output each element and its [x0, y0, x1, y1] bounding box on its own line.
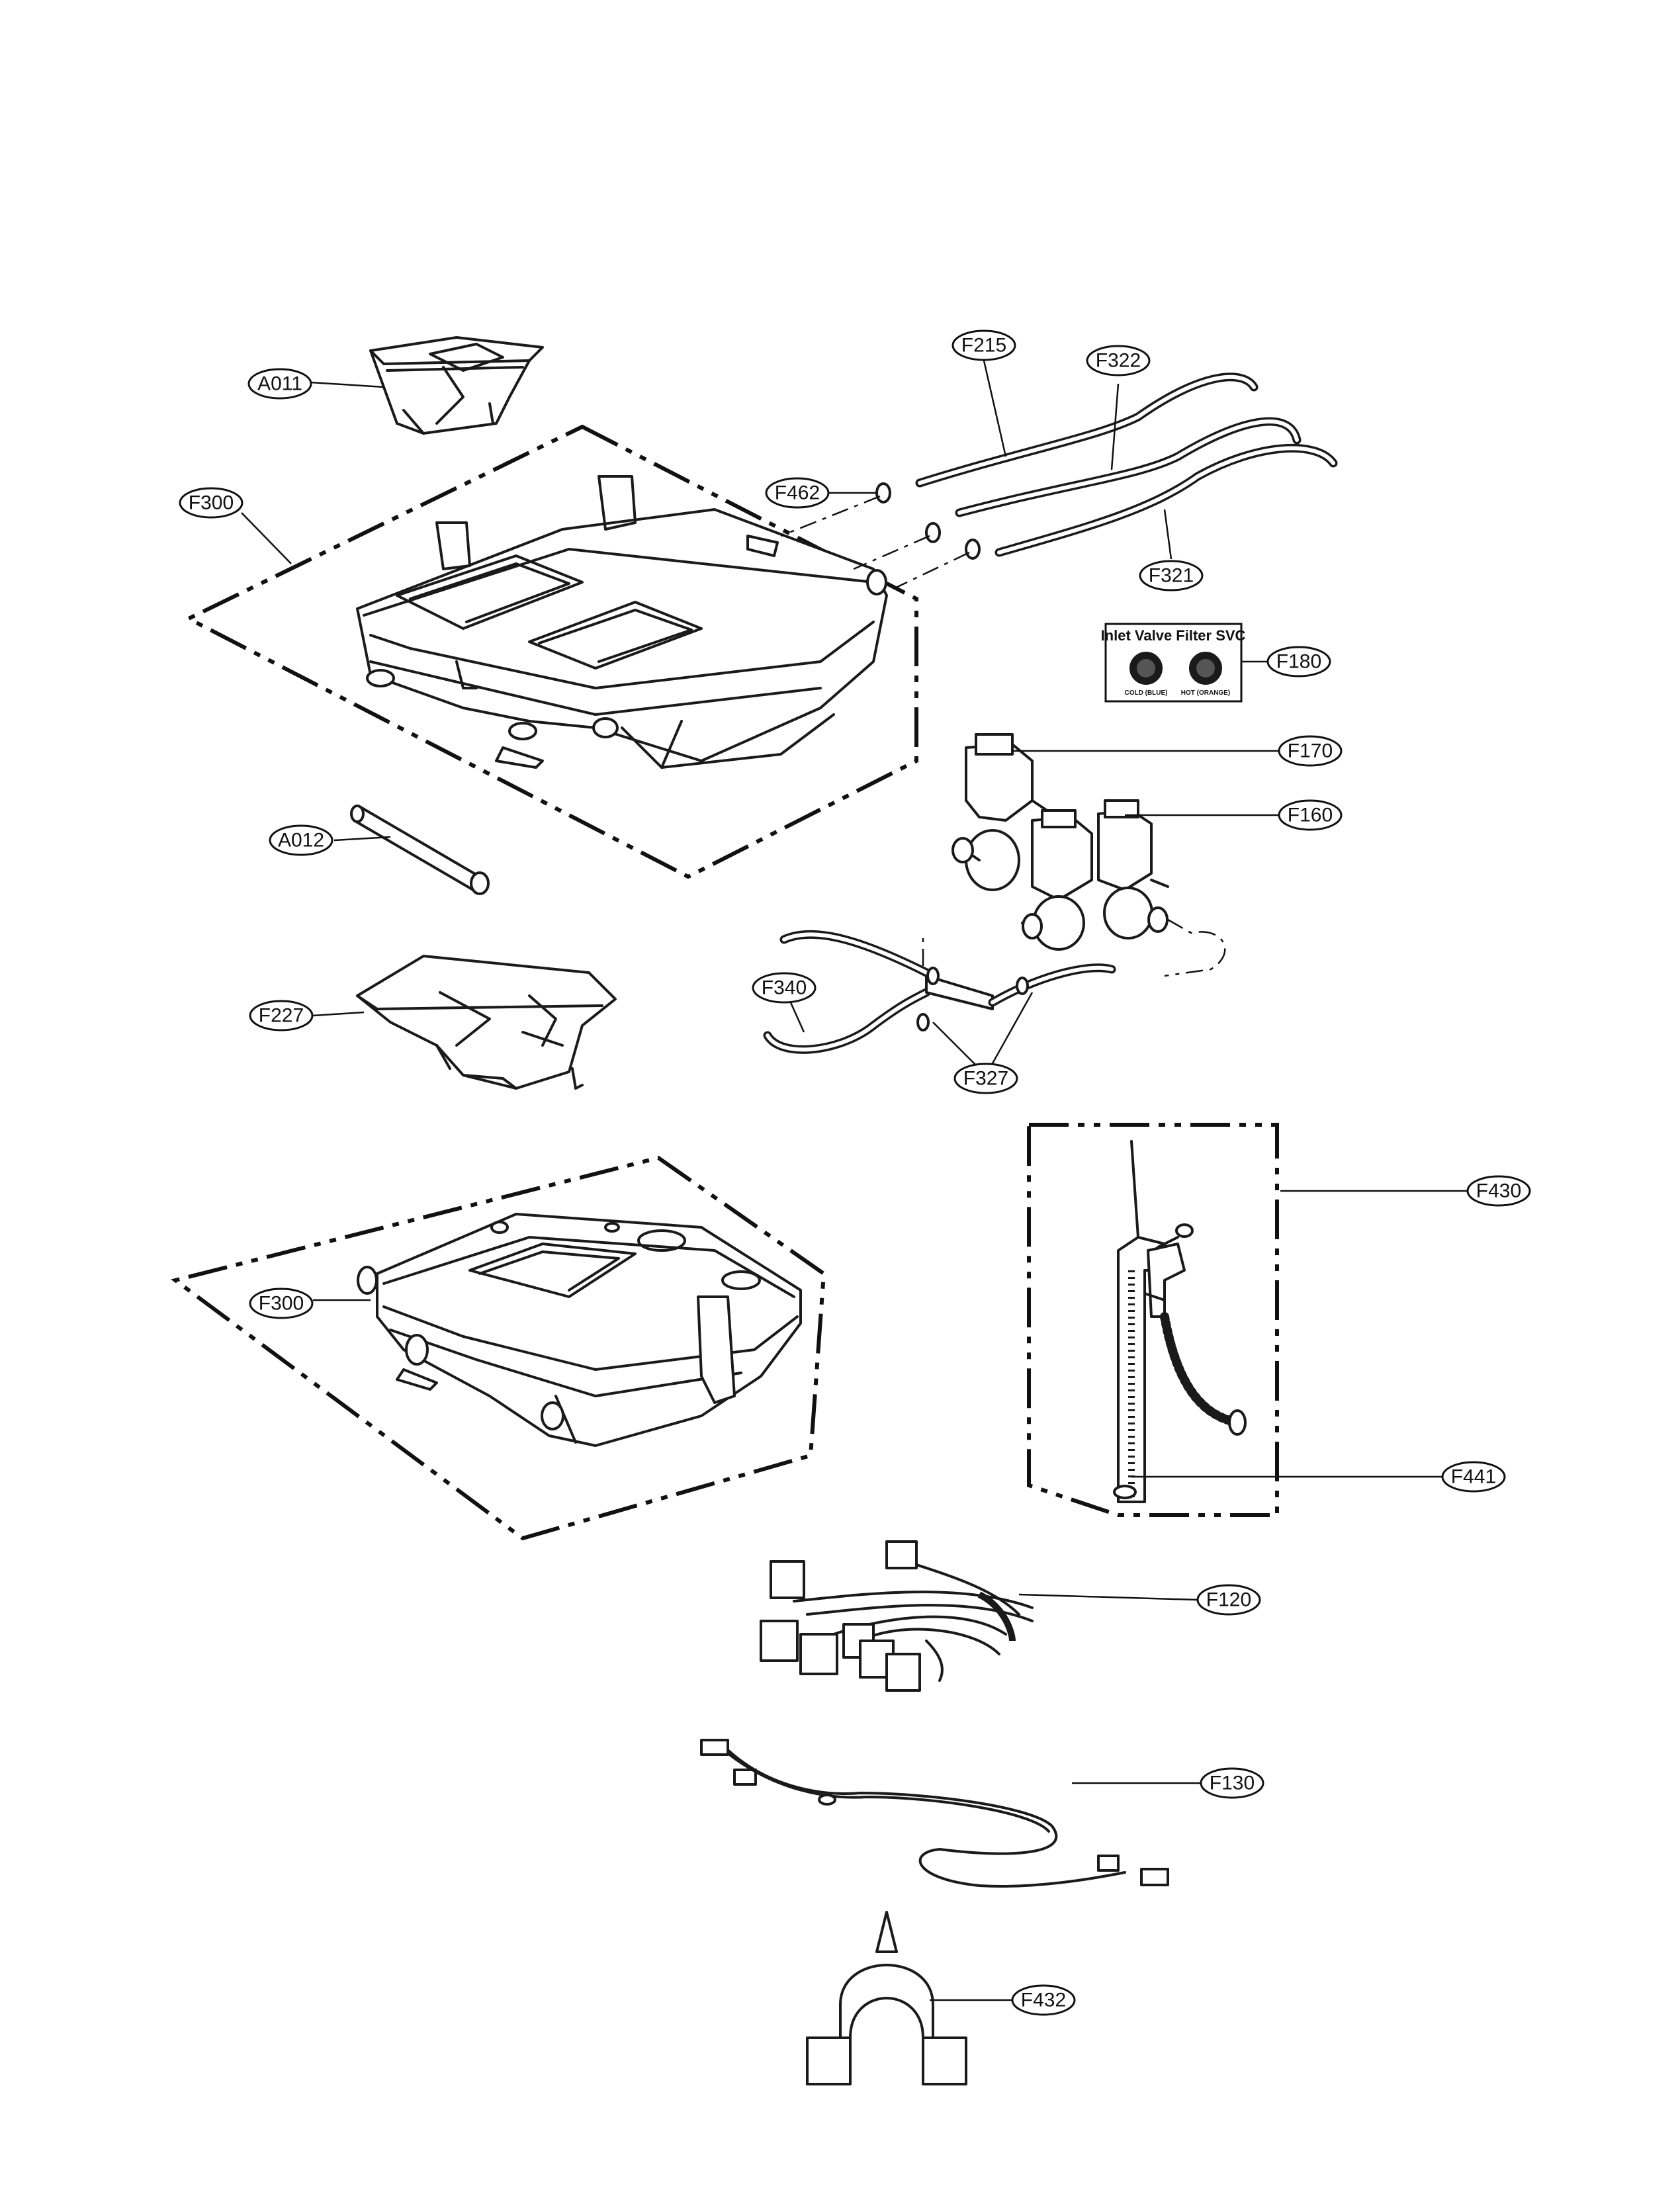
svg-text:F170: F170	[1288, 740, 1333, 762]
callout-f120: F120	[1196, 1584, 1261, 1616]
part-f120-wire-harness	[760, 1540, 1034, 1692]
f300-top-assembly	[184, 424, 918, 879]
f300-bottom-boundary	[171, 1155, 826, 1541]
svg-text:A011: A011	[257, 373, 302, 395]
callout-f430: F430	[1466, 1175, 1531, 1207]
callout-f441: F441	[1441, 1461, 1506, 1493]
svg-text:F120: F120	[1206, 1589, 1251, 1611]
svg-text:F300: F300	[259, 1293, 304, 1315]
hose-set-f340-f327	[763, 930, 1116, 1054]
callout-f170: F170	[1278, 735, 1343, 767]
f430-boundary	[1027, 1123, 1279, 1517]
callout-a011: A011	[247, 368, 312, 400]
callout-a012: A012	[269, 824, 333, 856]
svg-text:F300: F300	[189, 492, 234, 514]
inlet-valves-f170-f160	[951, 733, 1226, 977]
callout-f180: F180	[1266, 646, 1331, 678]
svg-text:F327: F327	[963, 1068, 1008, 1090]
part-f227-dispenser-tray	[356, 955, 617, 1090]
filter-label-hot: HOT (ORANGE)	[1181, 689, 1230, 697]
leader-lines	[241, 360, 1469, 2001]
svg-text:A012: A012	[278, 830, 324, 852]
hoses-f215-f322-f321	[780, 372, 1338, 590]
f430-drain-assembly	[1027, 1123, 1279, 1517]
f300-bottom-assembly	[171, 1155, 826, 1541]
f180-filter-label: Inlet Valve Filter SVC COLD (BLUE) HOT (…	[1101, 623, 1246, 703]
callout-f227: F227	[249, 1000, 314, 1031]
svg-text:F340: F340	[762, 977, 807, 999]
callout-f462: F462	[765, 477, 830, 509]
svg-text:F430: F430	[1476, 1180, 1521, 1202]
callout-f432: F432	[1011, 1984, 1076, 2016]
svg-text:F227: F227	[259, 1005, 304, 1027]
part-a012-tube	[350, 805, 490, 895]
svg-text:F160: F160	[1288, 805, 1333, 826]
filter-label-cold: COLD (BLUE)	[1125, 689, 1168, 697]
callout-f300-top: F300	[179, 487, 243, 519]
callout-f340: F340	[752, 972, 817, 1004]
filter-label-title: Inlet Valve Filter SVC	[1101, 627, 1246, 644]
svg-text:F215: F215	[961, 335, 1006, 357]
callout-f300-bottom: F300	[249, 1288, 314, 1319]
svg-text:F321: F321	[1149, 565, 1194, 587]
callout-f160: F160	[1278, 799, 1343, 831]
part-a011-dispenser-cup	[369, 336, 544, 435]
svg-text:F441: F441	[1451, 1466, 1496, 1488]
callout-f215: F215	[951, 329, 1016, 361]
part-f432-hose-guide	[806, 1911, 967, 2085]
callout-f130: F130	[1200, 1767, 1264, 1799]
svg-text:F432: F432	[1021, 1990, 1066, 2011]
svg-text:F180: F180	[1276, 651, 1321, 673]
svg-text:F462: F462	[775, 482, 820, 504]
callout-f321: F321	[1139, 560, 1204, 591]
part-f130-wire-harness	[700, 1739, 1169, 1888]
svg-text:F322: F322	[1096, 350, 1141, 372]
callout-f322: F322	[1086, 345, 1151, 376]
callout-f327: F327	[953, 1063, 1018, 1094]
svg-text:F130: F130	[1210, 1772, 1255, 1794]
